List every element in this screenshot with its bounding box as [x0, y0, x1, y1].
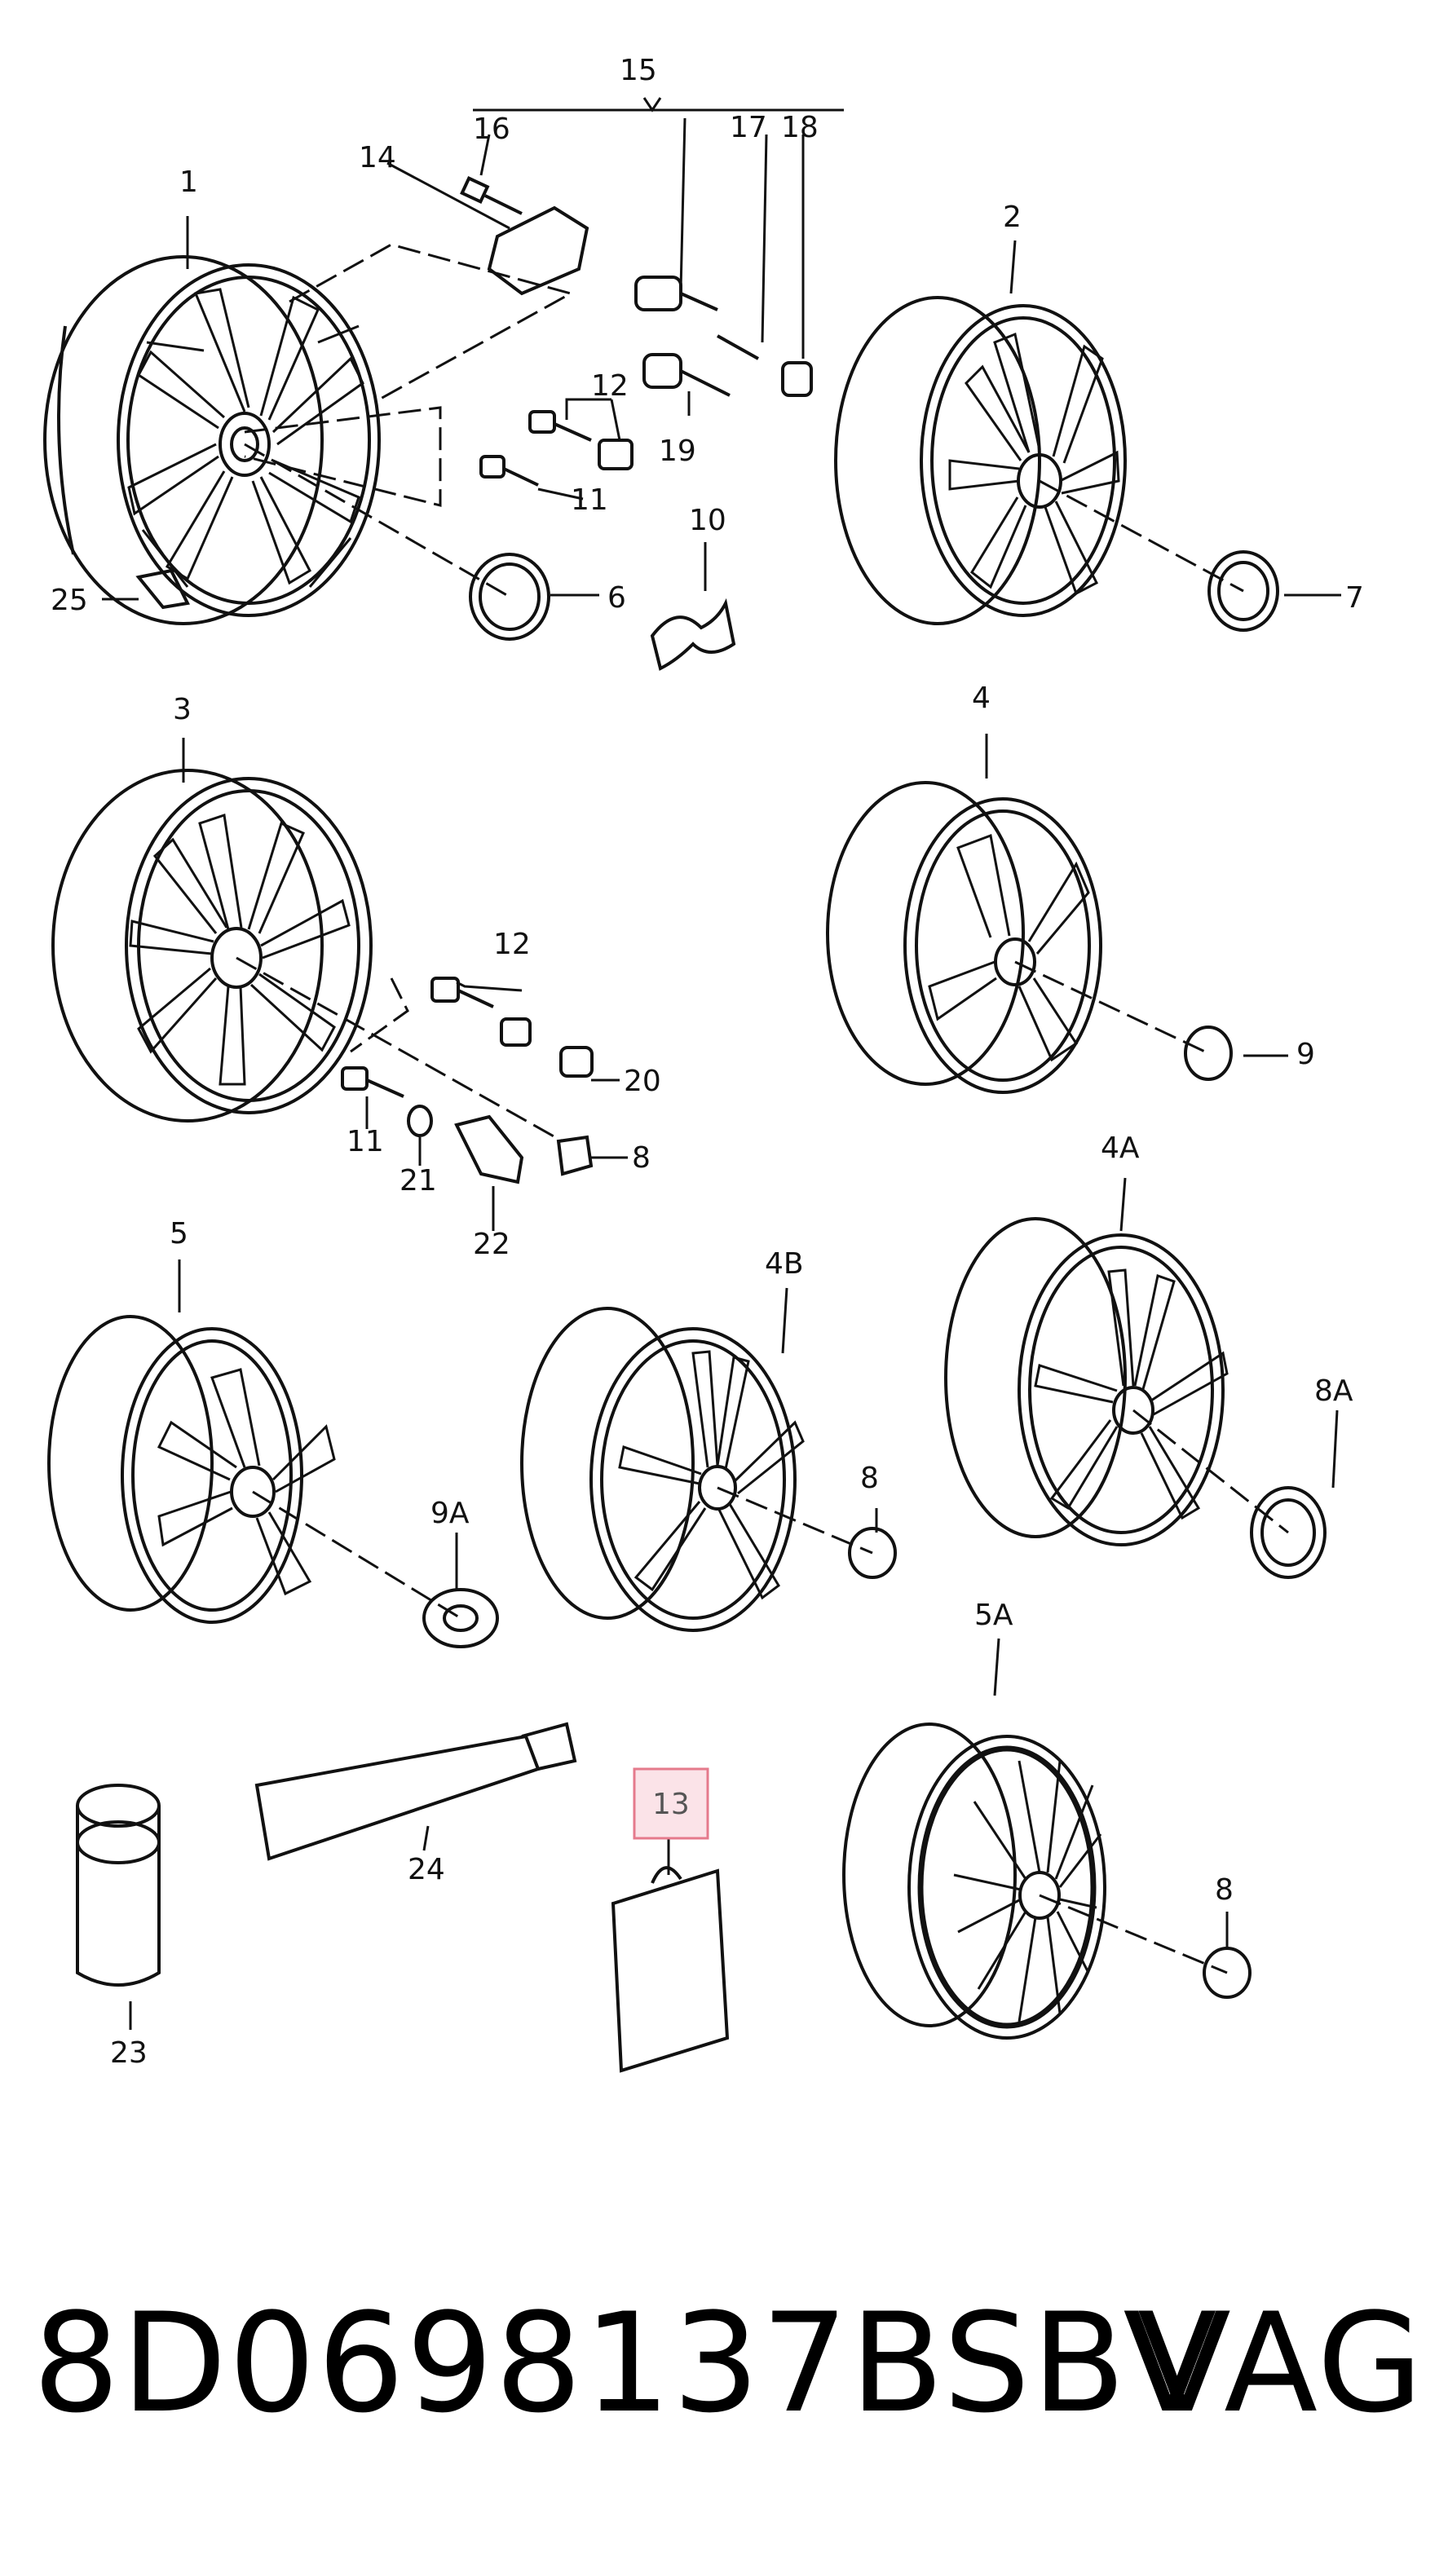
label-25: 25 — [51, 584, 88, 617]
callout-labels: 1 2 3 4 4A 4B 5 5A 6 7 8 8 8 8 8A 9 9A 1… — [51, 54, 1364, 2070]
label-24: 24 — [408, 1853, 445, 1886]
label-18: 18 — [781, 111, 819, 144]
highlight-box-13 — [633, 1767, 709, 1840]
label-4a: 4A — [1101, 1131, 1140, 1165]
small-parts — [76, 176, 1327, 2073]
label-9: 9 — [1296, 1038, 1315, 1071]
label-12-a: 12 — [591, 369, 629, 403]
label-14: 14 — [359, 141, 396, 174]
label-20: 20 — [624, 1065, 661, 1098]
label-23: 23 — [110, 2036, 148, 2070]
wheel-4a — [944, 1217, 1229, 1546]
label-15: 15 — [620, 54, 657, 87]
label-8a: 8A — [1314, 1374, 1353, 1408]
label-1: 1 — [179, 165, 198, 199]
label-7: 7 — [1345, 581, 1364, 615]
label-2: 2 — [1003, 201, 1022, 234]
label-11-b: 11 — [347, 1125, 384, 1158]
part-number: 8D0698137BSBV — [33, 2283, 1219, 2443]
label-8-b: 8 — [860, 1462, 879, 1495]
label-8-a: 8 — [632, 1141, 651, 1175]
label-3: 3 — [173, 693, 192, 726]
wheel-4 — [826, 781, 1102, 1094]
label-22: 22 — [473, 1228, 510, 1261]
label-9a: 9A — [430, 1497, 470, 1530]
label-4b: 4B — [765, 1247, 804, 1281]
label-16: 16 — [473, 112, 510, 146]
leader-lines — [102, 97, 1341, 2030]
label-13: 13 — [652, 1788, 690, 1821]
parts-diagram: 1 2 3 4 4A 4B 5 5A 6 7 8 8 8 8 8A 9 9A 1… — [43, 54, 1364, 2073]
label-6: 6 — [607, 581, 626, 615]
label-17: 17 — [730, 111, 767, 144]
wheel-5a — [842, 1722, 1106, 2040]
label-5: 5 — [170, 1217, 188, 1251]
wheel-3 — [51, 769, 373, 1123]
label-8-c: 8 — [1215, 1873, 1234, 1907]
label-5a: 5A — [974, 1599, 1013, 1632]
wheel-2 — [834, 296, 1127, 625]
label-12-b: 12 — [493, 928, 531, 961]
label-4: 4 — [972, 681, 991, 715]
brand-name: VAG — [1137, 2283, 1425, 2443]
label-11-a: 11 — [571, 483, 608, 517]
label-21: 21 — [400, 1164, 437, 1198]
wheel-5 — [47, 1315, 336, 1624]
exploded-view: 1 2 3 4 4A 4B 5 5A 6 7 8 8 8 8 8A 9 9A 1… — [43, 54, 1364, 2073]
dashed-axes — [236, 243, 1289, 1974]
label-10: 10 — [689, 504, 726, 537]
wheel-1 — [43, 255, 381, 625]
label-19: 19 — [659, 434, 696, 468]
wheel-4b — [520, 1307, 805, 1632]
